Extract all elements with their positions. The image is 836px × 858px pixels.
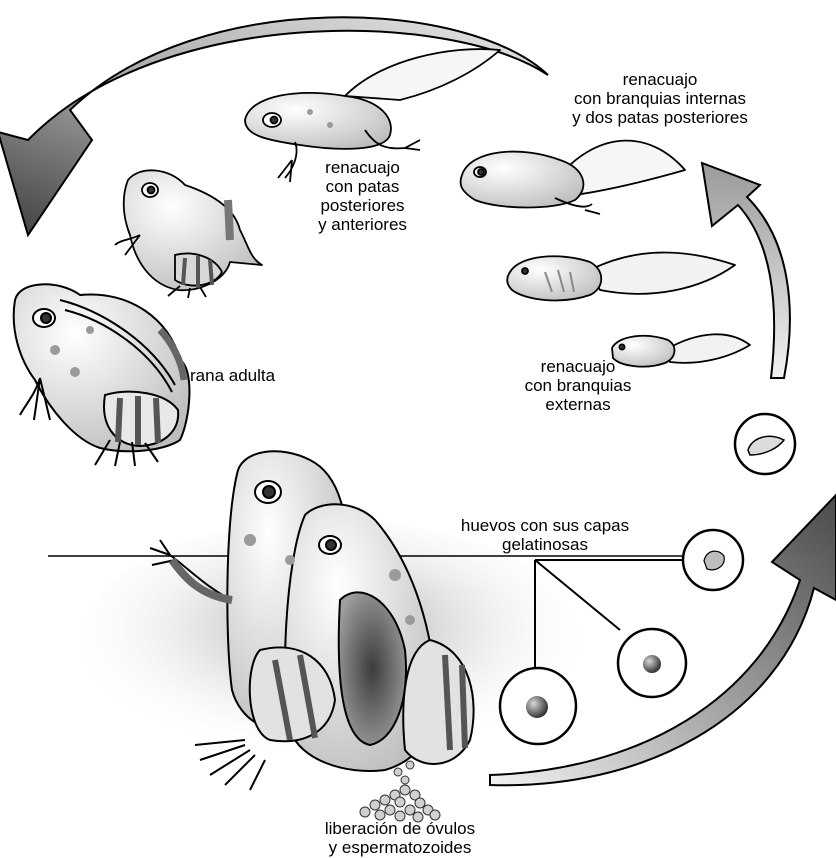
label-tadpole-all-legs: renacuajo con patas posteriores y anteri… xyxy=(300,158,425,234)
label-tadpole-internal-gills: renacuajo con branquias internas y dos p… xyxy=(550,70,770,127)
hatchling-circle xyxy=(735,414,795,474)
label-release: liberación de óvulos y espermatozoides xyxy=(300,819,500,857)
label-tadpole-external-gills: renacuajo con branquias externas xyxy=(508,357,648,414)
froglet xyxy=(115,170,262,298)
tadpole-hind-legs xyxy=(461,141,685,214)
tadpole-mid xyxy=(507,253,735,301)
label-adult-frog: rana adulta xyxy=(190,366,275,385)
label-eggs: huevos con sus capas gelatinosas xyxy=(445,516,645,554)
adult-frog xyxy=(14,284,190,466)
